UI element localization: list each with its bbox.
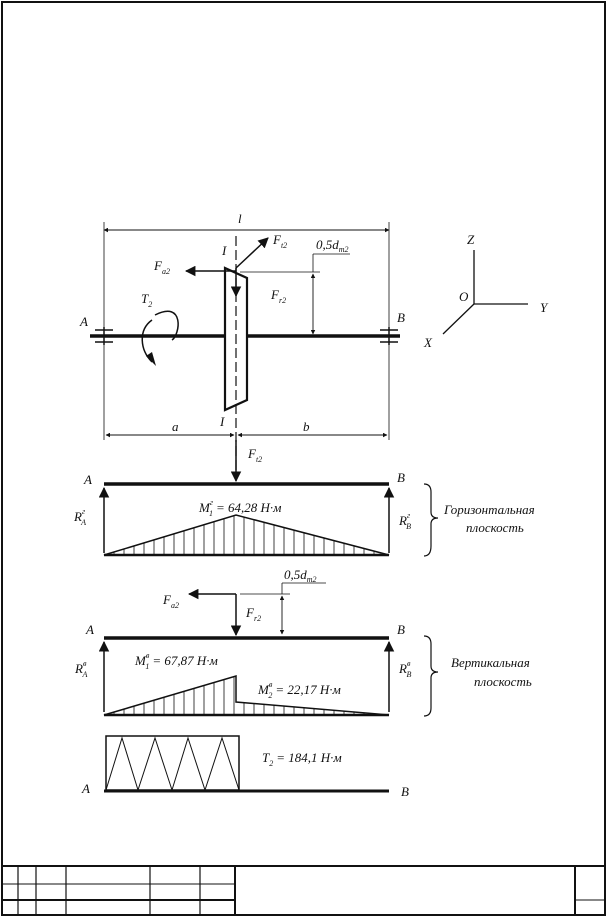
torque-diagram-zigzag	[105, 736, 240, 792]
v-force-fr-label: Fr2	[245, 605, 261, 623]
dimension-a-label: a	[172, 419, 179, 434]
support-a-label: A	[79, 314, 88, 329]
torque-diagram-label: T2= 184,1 Н·м	[262, 750, 342, 768]
shaft-scheme: l A B I I Ft2 Fr2 Fa2	[79, 211, 405, 480]
h-support-a-label: A	[83, 472, 92, 487]
coordinate-axes	[442, 250, 528, 335]
v-plane-label-line1: Вертикальная	[451, 655, 530, 670]
h-moment-hatching	[113, 515, 385, 555]
axis-z-label: Z	[467, 232, 475, 247]
force-ft-label: Ft2	[272, 232, 287, 250]
v-plane-brace	[423, 635, 439, 717]
v-support-a-label: A	[85, 622, 94, 637]
section-label-top: I	[221, 243, 227, 258]
bearing-b	[380, 327, 398, 345]
h-plane-label-line2: плоскость	[466, 520, 524, 535]
dimension-half-d-label: 0,5dm2	[316, 237, 349, 254]
v-support-b-label: B	[397, 622, 405, 637]
v-force-fa-label: Fa2	[162, 592, 179, 610]
force-ft-arrow	[235, 237, 269, 269]
torque-support-a-label: A	[81, 781, 90, 796]
torque-arrowhead	[146, 352, 156, 366]
h-plane-label-line1: Горизонтальная	[443, 502, 535, 517]
dimension-b-label: b	[303, 419, 310, 434]
h-plane-brace	[423, 483, 439, 557]
torque-label: T2	[141, 291, 152, 309]
title-block	[2, 865, 605, 915]
torque-support-b-label: B	[401, 784, 409, 799]
torque-diagram-rect	[105, 735, 240, 791]
axis-y-label: Y	[540, 300, 549, 315]
dimension-l-label: l	[238, 211, 242, 226]
v-dimension-half-d-label: 0,5dm2	[284, 567, 317, 584]
h-force-ft-label: Ft2	[247, 446, 262, 464]
axis-x-label: X	[423, 335, 433, 350]
axis-origin-label: O	[459, 289, 469, 304]
v-moment-hatching	[113, 676, 385, 715]
force-fa-label: Fa2	[153, 258, 170, 276]
h-moment-diagram	[103, 514, 390, 556]
v-plane-label-line2: плоскость	[474, 674, 532, 689]
h-support-b-label: B	[397, 470, 405, 485]
v-moment-diagram	[103, 674, 390, 716]
support-b-label: B	[397, 310, 405, 325]
section-label-bottom: I	[219, 414, 225, 429]
force-fr-label: Fr2	[270, 287, 286, 305]
torque-diagram: T2= 184,1 Н·м A B	[81, 735, 409, 799]
bearing-a	[95, 327, 113, 345]
